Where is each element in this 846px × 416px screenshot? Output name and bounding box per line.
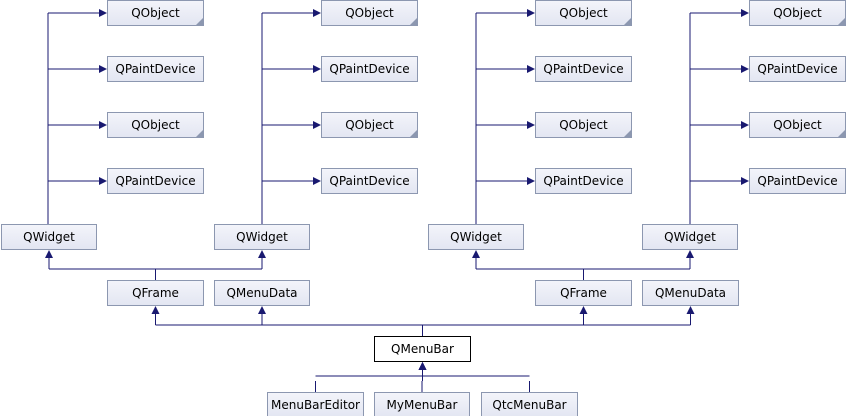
class-node-qobject[interactable]: QObject [321, 0, 418, 26]
inheritance-arrowhead [258, 306, 266, 314]
class-node-qtcmenubar[interactable]: QtcMenuBar [481, 392, 578, 416]
inheritance-arrowhead [313, 121, 321, 129]
class-node-qmenudata[interactable]: QMenuData [642, 280, 739, 306]
class-node-qframe[interactable]: QFrame [535, 280, 632, 306]
inheritance-arrowhead [741, 177, 749, 185]
inheritance-arrowhead [313, 65, 321, 73]
class-node-qpaintdevice[interactable]: QPaintDevice [321, 168, 418, 194]
inheritance-arrowhead [258, 250, 266, 258]
inheritance-arrowhead [741, 121, 749, 129]
class-node-qwidget[interactable]: QWidget [642, 224, 738, 250]
class-node-qpaintdevice[interactable]: QPaintDevice [749, 168, 846, 194]
inheritance-arrowhead [313, 9, 321, 17]
class-node-qpaintdevice[interactable]: QPaintDevice [535, 168, 632, 194]
class-node-qpaintdevice[interactable]: QPaintDevice [107, 56, 204, 82]
class-node-qpaintdevice[interactable]: QPaintDevice [749, 56, 846, 82]
class-node-qobject[interactable]: QObject [749, 112, 846, 138]
class-node-qobject[interactable]: QObject [535, 0, 632, 26]
class-node-qwidget[interactable]: QWidget [1, 224, 97, 250]
inheritance-arrowhead [579, 306, 588, 314]
class-node-qobject[interactable]: QObject [321, 112, 418, 138]
inheritance-arrowhead [99, 65, 107, 73]
inheritance-arrowhead [99, 121, 107, 129]
class-node-qmenubar: QMenuBar [374, 336, 471, 362]
inheritance-arrowhead [741, 9, 749, 17]
inheritance-arrowhead [151, 306, 160, 314]
class-node-qpaintdevice[interactable]: QPaintDevice [321, 56, 418, 82]
inheritance-arrowhead [741, 65, 749, 73]
class-node-qpaintdevice[interactable]: QPaintDevice [107, 168, 204, 194]
inheritance-arrowhead [99, 9, 107, 17]
inheritance-arrowhead [527, 9, 535, 17]
class-node-qobject[interactable]: QObject [107, 0, 204, 26]
inheritance-arrowhead [313, 177, 321, 185]
class-node-qobject[interactable]: QObject [749, 0, 846, 26]
inheritance-arrowhead [418, 362, 427, 370]
class-node-qframe[interactable]: QFrame [107, 280, 204, 306]
class-node-qwidget[interactable]: QWidget [214, 224, 310, 250]
inheritance-arrowhead [99, 177, 107, 185]
inheritance-arrowhead [527, 65, 535, 73]
inheritance-arrowhead [472, 250, 480, 258]
class-node-qobject[interactable]: QObject [107, 112, 204, 138]
inheritance-arrowhead [527, 121, 535, 129]
inheritance-arrowhead [686, 250, 694, 258]
inheritance-arrowhead [45, 250, 53, 258]
inheritance-arrowhead [686, 306, 695, 314]
inheritance-arrowhead [527, 177, 535, 185]
class-node-qmenudata[interactable]: QMenuData [214, 280, 310, 306]
class-node-mymenubar[interactable]: MyMenuBar [374, 392, 470, 416]
class-node-menubareditor[interactable]: MenuBarEditor [267, 392, 364, 416]
class-node-qpaintdevice[interactable]: QPaintDevice [535, 56, 632, 82]
class-node-qwidget[interactable]: QWidget [428, 224, 524, 250]
class-node-qobject[interactable]: QObject [535, 112, 632, 138]
